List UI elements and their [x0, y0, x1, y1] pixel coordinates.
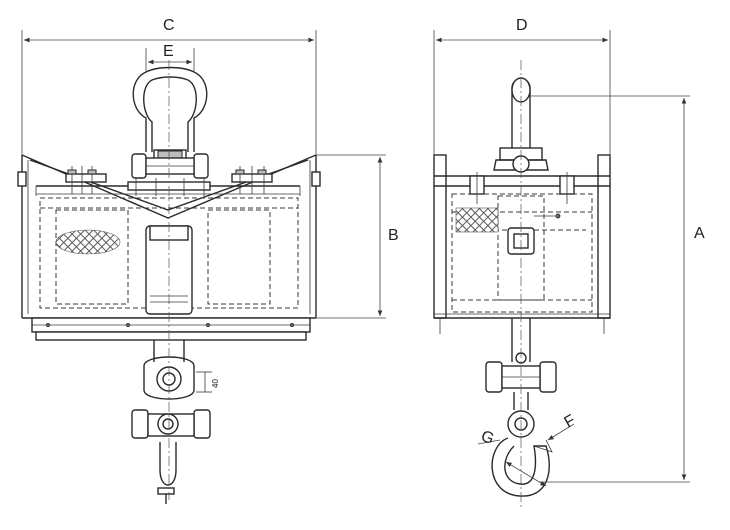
- dimension-d: [433, 30, 611, 155]
- side-lower-swivel: [485, 318, 557, 393]
- dimension-b: [316, 154, 386, 319]
- label-small-dim: 40: [211, 379, 220, 388]
- label-g: G: [479, 428, 497, 448]
- label-e: E: [163, 43, 174, 60]
- side-load-cell: [507, 213, 561, 255]
- lower-shackle: [131, 409, 211, 504]
- label-c: C: [163, 17, 175, 34]
- side-frame: [433, 154, 611, 334]
- label-d: D: [516, 17, 528, 34]
- dimension-g: [477, 439, 547, 487]
- clamp-bolts-right: [231, 166, 273, 194]
- label-b: B: [388, 227, 399, 244]
- label-a: A: [694, 225, 705, 242]
- bottom-rail: [31, 317, 311, 341]
- hook: [491, 392, 553, 497]
- dimension-a: [530, 95, 690, 483]
- dimension-e: [145, 48, 195, 72]
- lower-swivel: [143, 340, 212, 400]
- side-view: [433, 60, 611, 510]
- side-mesh: [455, 207, 499, 233]
- dimension-f: [547, 423, 575, 441]
- clamp-bolts-left: [65, 166, 107, 194]
- label-f: F: [562, 412, 579, 432]
- dimension-c: [21, 30, 317, 155]
- front-view: [17, 60, 321, 504]
- top-shackle: [131, 66, 209, 179]
- load-cell: [145, 225, 193, 315]
- mesh-vent: [55, 229, 121, 255]
- side-bolts: [469, 172, 575, 204]
